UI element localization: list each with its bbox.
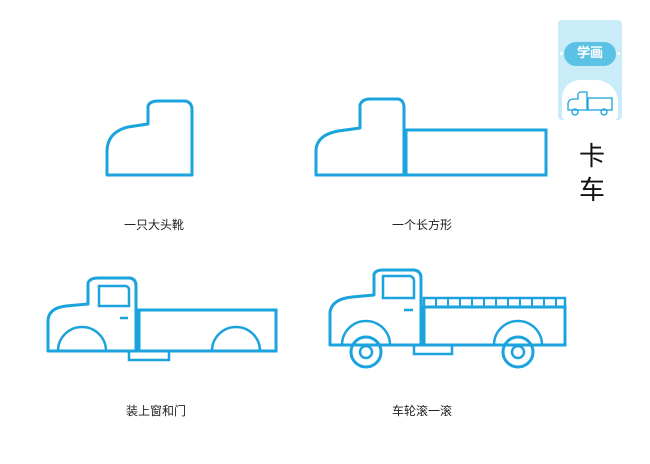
cab-window bbox=[97, 284, 131, 308]
step-3-caption: 装上窗和门 bbox=[126, 404, 187, 418]
title-char-1: 卡 bbox=[578, 142, 605, 172]
truck-chassis-block bbox=[412, 343, 454, 356]
front-wheel-arch bbox=[56, 325, 108, 352]
truck-rail-posts bbox=[435, 298, 557, 307]
tag-dot-left bbox=[560, 52, 563, 55]
step-4-caption: 车轮滚一滚 bbox=[392, 404, 453, 418]
badge-label: 学画 bbox=[564, 42, 616, 66]
cab-boot-shape bbox=[314, 97, 406, 177]
rear-wheel-arch bbox=[210, 325, 262, 352]
truck-cab-window bbox=[381, 274, 416, 300]
step-1-caption: 一只大头靴 bbox=[124, 218, 185, 232]
rear-wheel bbox=[492, 319, 544, 369]
vertical-title: 卡 车 bbox=[572, 140, 612, 208]
truck-body-outline bbox=[46, 276, 138, 353]
boot-shape bbox=[105, 99, 194, 177]
lesson-tag: 学画 bbox=[558, 20, 622, 120]
cargo-bed bbox=[137, 308, 278, 353]
cargo-rectangle bbox=[404, 128, 548, 177]
front-wheel bbox=[340, 319, 392, 369]
step-2-caption: 一个长方形 bbox=[392, 218, 453, 232]
tag-dot-right bbox=[617, 52, 620, 55]
truck-cargo-rail bbox=[422, 296, 567, 309]
mini-truck-icon bbox=[567, 91, 613, 116]
tag-cloud bbox=[562, 80, 618, 120]
title-char-2: 车 bbox=[578, 176, 605, 206]
chassis-block bbox=[127, 349, 171, 362]
truck-front-outline bbox=[328, 268, 423, 347]
